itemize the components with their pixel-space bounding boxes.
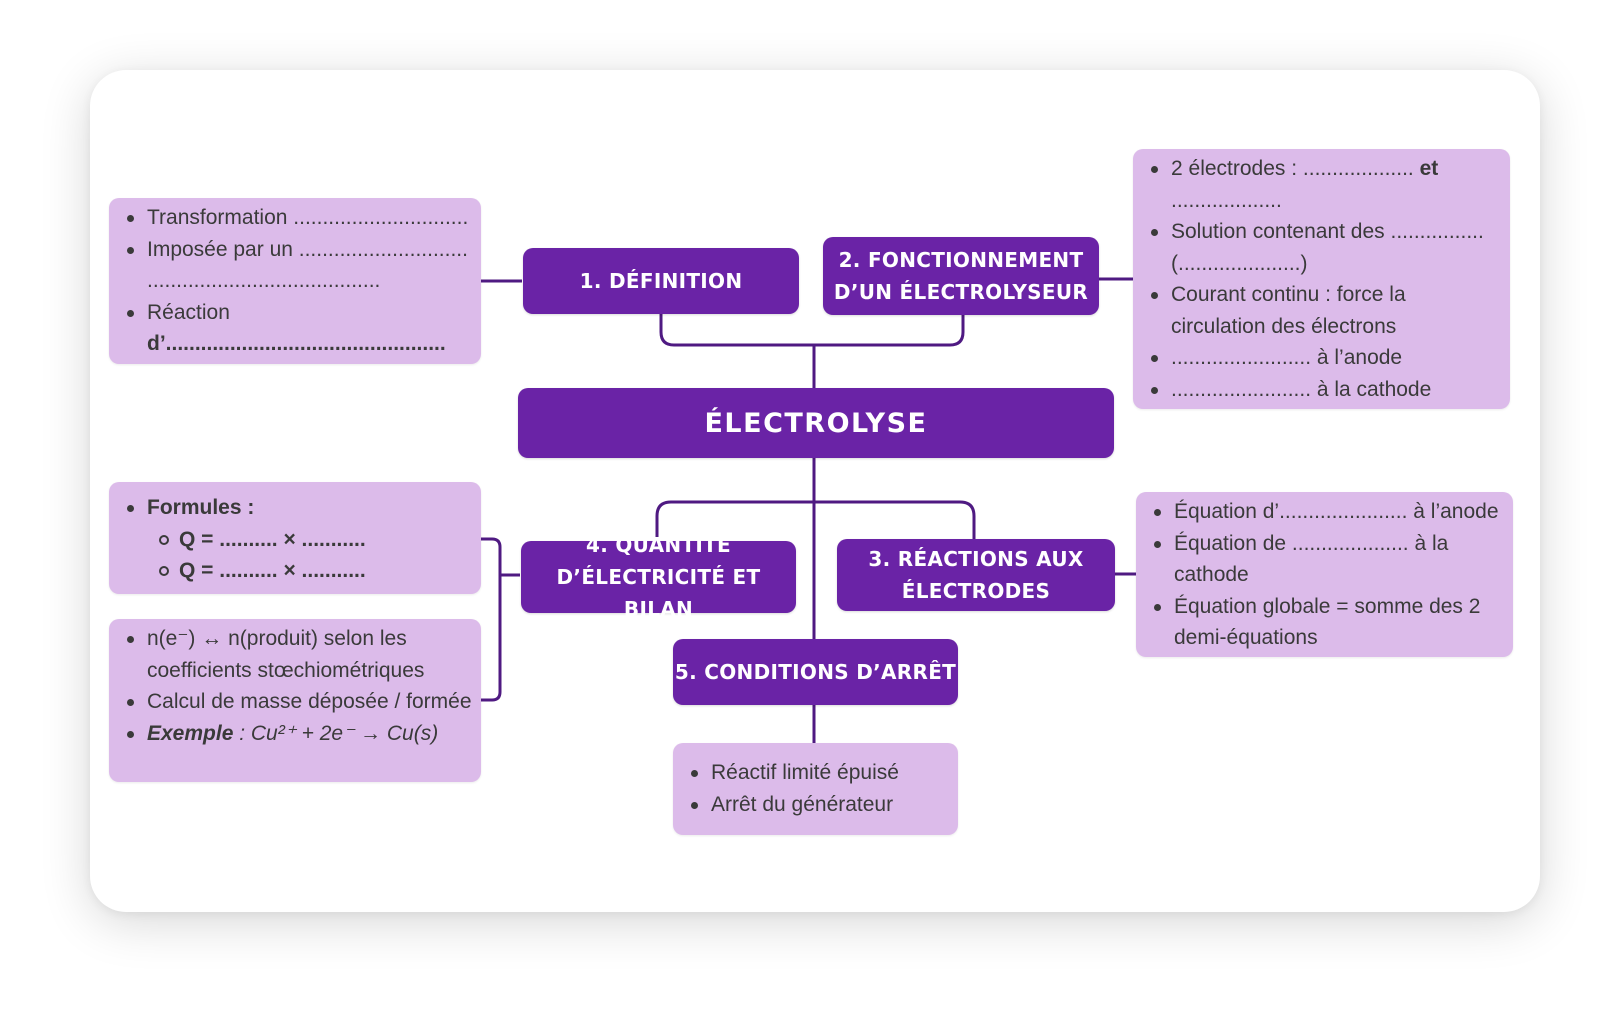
- reactions-item: Équation globale = somme des 2 demi-équa…: [1150, 591, 1505, 654]
- central-node-electrolyse: ÉLECTROLYSE: [518, 388, 1114, 458]
- conditions-box: Réactif limité épuisé Arrêt du générateu…: [673, 743, 958, 835]
- bilan-box: n(e⁻) ↔ n(produit) selon les coefficient…: [109, 619, 481, 782]
- fonctionnement-box: 2 électrodes : ................... et ..…: [1133, 149, 1510, 409]
- node-conditions: 5. CONDITIONS D’ARRÊT: [673, 639, 958, 705]
- fonctionnement-item: ........................ à la cathode: [1147, 374, 1502, 406]
- node-reactions: 3. RÉACTIONS AUX ÉLECTRODES: [837, 539, 1115, 611]
- example-equation: : Cu²⁺ + 2e⁻ → Cu(s): [233, 721, 439, 745]
- node-conditions-label: 5. CONDITIONS D’ARRÊT: [674, 660, 957, 684]
- node-reactions-line1: 3. RÉACTIONS AUX: [868, 547, 1084, 571]
- node-quantite-line2: D’ÉLECTRICITÉ ET BILAN: [556, 565, 761, 621]
- fonctionnement-item: ........................ à l’anode: [1147, 342, 1502, 374]
- connector-middle: [655, 500, 976, 541]
- connector-bracket: [480, 537, 502, 702]
- formula-item: Q = .......... × ...........: [123, 524, 473, 556]
- bilan-example: Exemple : Cu²⁺ + 2e⁻ → Cu(s): [123, 718, 473, 750]
- node-quantite: 4. QUANTITÉ D’ÉLECTRICITÉ ET BILAN: [521, 533, 796, 621]
- central-title: ÉLECTROLYSE: [704, 407, 928, 439]
- fonctionnement-item-text: 2 électrodes : ...................: [1171, 157, 1414, 180]
- conditions-item: Réactif limité épuisé: [687, 757, 950, 789]
- node-fonctionnement-line1: 2. FONCTIONNEMENT: [838, 248, 1084, 272]
- fonctionnement-item-tail: ...................: [1171, 188, 1282, 212]
- node-fonctionnement: 2. FONCTIONNEMENT D’UN ÉLECTROLYSEUR: [823, 237, 1099, 315]
- formula-item: Q = .......... × ...........: [123, 555, 473, 587]
- node-definition: 1. DÉFINITION: [523, 248, 799, 314]
- reactions-item: Équation d’...................... à l’an…: [1150, 496, 1505, 528]
- fonctionnement-item: Courant continu : force la circulation d…: [1147, 279, 1502, 342]
- definition-item-text: Réaction: [147, 300, 230, 324]
- formules-box: Formules : Q = .......... × ........... …: [109, 482, 481, 594]
- definition-item: Imposée par un .........................…: [123, 234, 473, 297]
- reactions-box: Équation d’...................... à l’an…: [1136, 492, 1513, 657]
- definition-item-tail: d’......................................…: [147, 332, 446, 355]
- conditions-item: Arrêt du générateur: [687, 789, 950, 821]
- node-quantite-line1: 4. QUANTITÉ: [585, 533, 731, 557]
- fonctionnement-item: Solution contenant des ................ …: [1147, 216, 1502, 279]
- fonctionnement-item: 2 électrodes : ................... et ..…: [1147, 153, 1502, 216]
- formules-title: Formules :: [123, 492, 473, 524]
- fonctionnement-item-bold: et: [1419, 157, 1439, 180]
- node-fonctionnement-line2: D’UN ÉLECTROLYSEUR: [833, 280, 1089, 304]
- definition-box: Transformation .........................…: [109, 198, 481, 364]
- bilan-item: Calcul de masse déposée / formée: [123, 686, 473, 718]
- definition-item: Réaction d’.............................…: [123, 297, 473, 360]
- node-reactions-line2: ÉLECTRODES: [901, 579, 1051, 603]
- example-label: Exemple: [147, 721, 234, 745]
- definition-item: Transformation .........................…: [123, 202, 473, 234]
- node-definition-label: 1. DÉFINITION: [579, 269, 743, 293]
- bilan-item: n(e⁻) ↔ n(produit) selon les coefficient…: [123, 623, 473, 686]
- connector-top: [659, 313, 965, 347]
- reactions-item: Équation de .................... à la ca…: [1150, 528, 1505, 591]
